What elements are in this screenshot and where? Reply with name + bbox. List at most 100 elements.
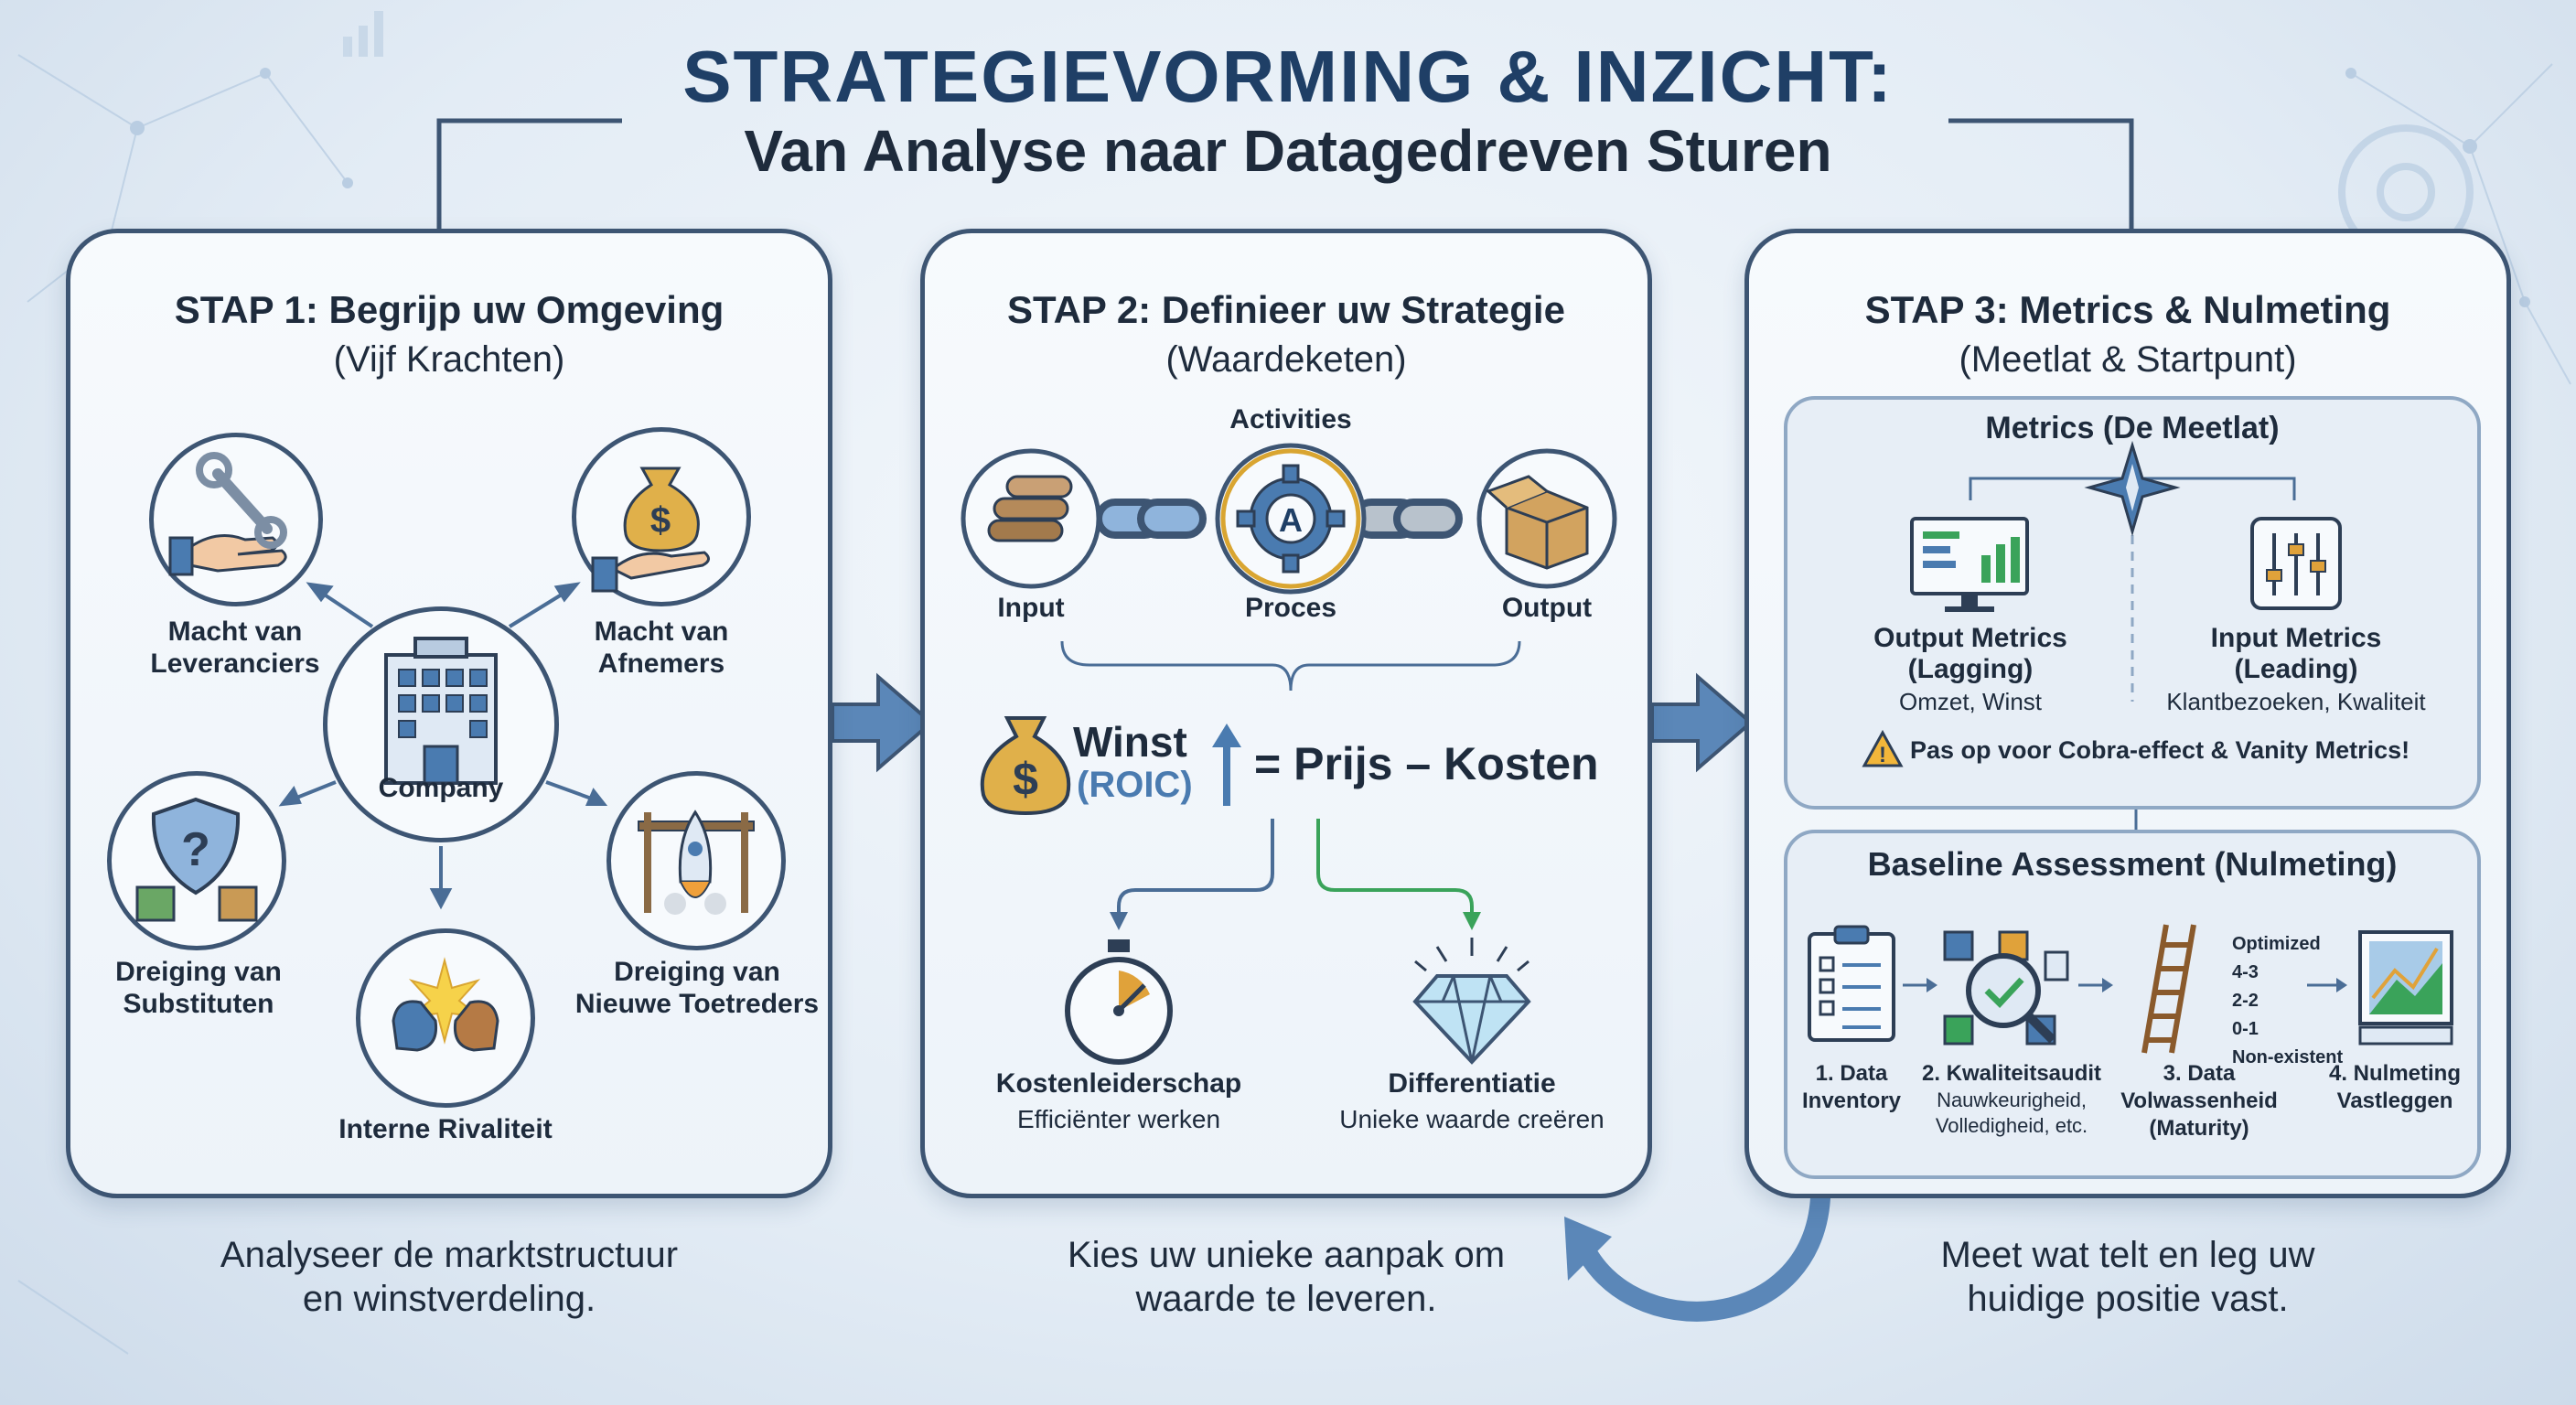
metrics-graphic: ! bbox=[1862, 440, 2342, 767]
chain-output-label: Output bbox=[1501, 593, 1593, 623]
step3-caption: Meet wat telt en leg uw huidige positie … bbox=[1762, 1233, 2494, 1321]
winst-label: Winst bbox=[1073, 718, 1187, 766]
input-metrics-title: Input Metrics (Leading) bbox=[2159, 623, 2433, 685]
svg-text:$: $ bbox=[650, 500, 671, 541]
title-connector-left bbox=[436, 118, 622, 229]
roic-label: (ROIC) bbox=[1077, 765, 1193, 805]
shield-question-icon: ? bbox=[135, 797, 258, 922]
company-label: Company bbox=[378, 773, 504, 803]
title-connector-right bbox=[1948, 118, 2134, 245]
wrench-hand-icon bbox=[168, 452, 287, 576]
force-rivalry-label: Interne Rivaliteit bbox=[338, 1114, 553, 1144]
baseline-step-1-line2: Inventory bbox=[1801, 1089, 1902, 1113]
step3-subheading: (Meetlat & Startpunt) bbox=[1959, 339, 2297, 380]
step3-caption-line2: huidige positie vast. bbox=[1967, 1279, 2289, 1319]
baseline-step-1-line1: 1. Data bbox=[1815, 1061, 1888, 1086]
differentiation-title: Differentiatie bbox=[1388, 1068, 1556, 1099]
output-metrics-title-line2: (Lagging) bbox=[1907, 654, 2034, 684]
baseline-step-4: 4. Nulmeting Vastleggen bbox=[2314, 1060, 2475, 1115]
activities-label: Activities bbox=[1229, 404, 1352, 434]
step2-caption: Kies uw unieke aanpak om waarde te lever… bbox=[920, 1233, 1652, 1321]
input-metrics-title-line2: (Leading) bbox=[2234, 654, 2358, 684]
baseline-step-2: 2. Kwaliteitsaudit bbox=[1916, 1060, 2108, 1088]
baseline-step-2-line1: 2. Kwaliteitsaudit bbox=[1921, 1061, 2102, 1086]
suppliers-circle bbox=[149, 433, 323, 606]
svg-text:?: ? bbox=[181, 823, 210, 876]
landscape-chart-icon bbox=[2358, 930, 2453, 1046]
force-buyers-line1: Macht van bbox=[594, 617, 729, 647]
force-suppliers-line1: Macht van bbox=[167, 617, 303, 647]
differentiation-desc: Unieke waarde creëren bbox=[1339, 1105, 1605, 1133]
maturity-level-3: 2-2 bbox=[2232, 991, 2259, 1011]
step1-caption: Analyseer de marktstructuur en winstverd… bbox=[83, 1233, 815, 1321]
value-chain-graphic: A $ bbox=[961, 443, 1617, 1065]
step3-panel: STAP 3: Metrics & Nulmeting (Meetlat & S… bbox=[1744, 229, 2511, 1198]
box-icon bbox=[1486, 475, 1589, 570]
step1-caption-line1: Analyseer de marktstructuur bbox=[220, 1235, 679, 1275]
step1-heading: STAP 1: Begrijp uw Omgeving bbox=[174, 288, 724, 331]
svg-text:$: $ bbox=[1013, 754, 1038, 805]
clipboard-icon bbox=[1808, 925, 1895, 1042]
magnifier-data-icon bbox=[1943, 930, 2069, 1046]
svg-text:!: ! bbox=[1879, 743, 1886, 767]
step2-subheading: (Waardeketen) bbox=[1165, 339, 1407, 380]
baseline-step-3-line2: Volwassenheid bbox=[2120, 1089, 2278, 1113]
ladder-icon bbox=[2141, 924, 2196, 1054]
force-buyers-label: Macht van Afnemers bbox=[533, 616, 789, 680]
cost-leadership-desc: Efficiënter werken bbox=[1016, 1105, 1221, 1133]
building-icon bbox=[384, 637, 498, 785]
diamond-icon bbox=[1412, 938, 1531, 1065]
step2-caption-line1: Kies uw unieke aanpak om bbox=[1067, 1235, 1506, 1275]
force-suppliers-label: Macht van Leveranciers bbox=[107, 616, 363, 680]
cost-leadership-title: Kostenleiderschap bbox=[995, 1068, 1242, 1099]
rivalry-circle bbox=[356, 928, 535, 1108]
arrow-up-icon bbox=[1212, 724, 1241, 806]
metrics-title: Metrics (De Meetlat) bbox=[1985, 411, 2280, 445]
step1-caption-line2: en winstverdeling. bbox=[302, 1279, 596, 1319]
baseline-title: Baseline Assessment (Nulmeting) bbox=[1867, 845, 2398, 883]
baseline-step-3: 3. Data Volwassenheid (Maturity) bbox=[2108, 1060, 2291, 1142]
output-metrics-desc: Omzet, Winst bbox=[1898, 688, 2042, 715]
boxing-gloves-icon bbox=[392, 957, 499, 1052]
monitor-chart-icon bbox=[1910, 517, 2029, 612]
step3-heading: STAP 3: Metrics & Nulmeting bbox=[1864, 288, 2391, 331]
page-title: STRATEGIEVORMING & INZICHT: bbox=[682, 36, 1894, 117]
input-metrics-desc: Klantbezoeken, Kwaliteit bbox=[2166, 688, 2426, 715]
metrics-box: Metrics (De Meetlat) bbox=[1784, 396, 2481, 810]
input-metrics-title-line1: Input Metrics bbox=[2210, 623, 2382, 653]
maturity-level-4: 0-1 bbox=[2232, 1019, 2259, 1039]
arrow-right-icon bbox=[1650, 672, 1755, 773]
money-bag-icon: $ bbox=[980, 716, 1071, 816]
maturity-level-2: 4-3 bbox=[2232, 962, 2259, 982]
force-entrants-line1: Dreiging van bbox=[614, 957, 780, 987]
step3-caption-line1: Meet wat telt en leg uw bbox=[1940, 1235, 2315, 1275]
warning-text: Pas op voor Cobra-effect & Vanity Metric… bbox=[1910, 736, 2410, 764]
compass-star-icon bbox=[2084, 440, 2181, 537]
gear-icon bbox=[1236, 464, 1346, 574]
baseline-step-1: 1. Data Inventory bbox=[1787, 1060, 1916, 1115]
maturity-scale: Optimized 4-3 2-2 0-1 Non-existent bbox=[2232, 930, 2343, 1072]
baseline-step-4-line1: 4. Nulmeting bbox=[2328, 1061, 2461, 1086]
baseline-step-2-desc-line2: Volledigheid, etc. bbox=[1935, 1114, 2088, 1137]
sliders-icon bbox=[2250, 517, 2342, 610]
baseline-box: Baseline Assessment (Nulmeting) bbox=[1784, 830, 2481, 1179]
step2-heading: STAP 2: Definieer uw Strategie bbox=[1007, 288, 1565, 331]
force-suppliers-line2: Leveranciers bbox=[150, 649, 320, 679]
step2-panel: STAP 2: Definieer uw Strategie (Waardeke… bbox=[920, 229, 1652, 1198]
step1-panel: STAP 1: Begrijp uw Omgeving (Vijf Kracht… bbox=[66, 229, 832, 1198]
maturity-level-1: Optimized bbox=[2232, 934, 2321, 954]
company-circle: Company bbox=[323, 606, 559, 842]
buyers-circle: $ bbox=[572, 427, 751, 606]
force-substitutes-label: Dreiging van Substituten bbox=[70, 956, 327, 1020]
logs-icon bbox=[987, 475, 1073, 542]
baseline-step-3-line1: 3. Data bbox=[2163, 1061, 2236, 1086]
output-metrics-title-line1: Output Metrics bbox=[1873, 623, 2067, 653]
step1-subheading: (Vijf Krachten) bbox=[333, 339, 565, 380]
baseline-graphic bbox=[1808, 924, 2453, 1054]
force-substitutes-line2: Substituten bbox=[123, 989, 274, 1019]
equation-label: = Prijs – Kosten bbox=[1254, 738, 1599, 789]
baseline-step-4-line2: Vastleggen bbox=[2336, 1089, 2453, 1113]
arrow-up-icon bbox=[1564, 1217, 1612, 1281]
baseline-step-2-desc: Nauwkeurigheid, Volledigheid, etc. bbox=[1916, 1088, 2108, 1139]
